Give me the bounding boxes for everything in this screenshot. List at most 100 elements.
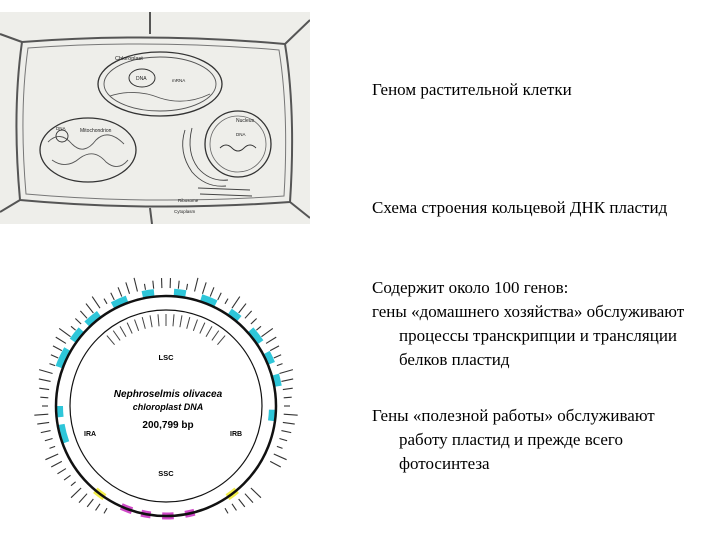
- gene-tick: [283, 396, 292, 399]
- gene-tick: [44, 437, 53, 442]
- endoplasmic-reticulum: [182, 127, 253, 197]
- gene-tick: [86, 498, 94, 508]
- inner-gene-tick: [106, 335, 115, 346]
- inner-gene-tick: [199, 322, 206, 334]
- gene-tick: [79, 310, 88, 319]
- genome-size: 200,799 bp: [142, 420, 193, 431]
- label-mito-dna: DNA: [56, 126, 66, 131]
- gene-block-cyan: [141, 289, 155, 298]
- gene-tick: [282, 421, 295, 425]
- gene-tick: [177, 280, 180, 289]
- gene-tick: [273, 354, 282, 359]
- gene-tick: [125, 282, 131, 294]
- inner-gene-tick: [217, 335, 226, 346]
- gene-tick: [269, 460, 282, 468]
- gene-tick: [279, 369, 294, 375]
- label-chloroplast-dna: DNA: [136, 76, 147, 82]
- gene-block-cyan: [173, 288, 187, 298]
- label-ribosome: Ribosome: [178, 198, 199, 203]
- gene-tick: [70, 487, 82, 499]
- gene-tick: [74, 318, 82, 325]
- gene-tick: [57, 468, 67, 475]
- gene-tick: [231, 503, 237, 511]
- gene-tick: [133, 277, 138, 292]
- gene-tick: [185, 283, 189, 290]
- gene-tick: [224, 298, 229, 305]
- gene-block-cyan: [57, 405, 64, 418]
- gene-tick: [209, 287, 215, 297]
- gene-tick: [261, 327, 274, 338]
- inner-gene-tick: [205, 326, 213, 337]
- gene-tick: [38, 378, 51, 383]
- inner-gene-tick: [126, 322, 133, 334]
- gene-tick: [224, 507, 229, 514]
- gene-tick: [55, 336, 67, 344]
- gene-tick: [194, 277, 199, 292]
- gene-tick: [45, 453, 59, 461]
- inner-gene-tick: [211, 330, 220, 341]
- gene-block-cyan: [84, 310, 102, 327]
- gene-tick: [78, 493, 88, 503]
- gene-block-cyan: [263, 350, 275, 365]
- gene-tick: [50, 354, 59, 359]
- gene-tick: [281, 378, 294, 383]
- region-ira: IRA: [84, 431, 96, 438]
- useful-work-genes: Гены «полезной работы» обслуживают работ…: [372, 406, 655, 473]
- gene-tick: [265, 336, 277, 344]
- gene-block-cyan: [272, 373, 282, 387]
- nucleus: [204, 110, 272, 178]
- gene-tick: [38, 369, 53, 375]
- inner-gene-tick: [112, 330, 121, 341]
- organism-name: Nephroselmis olivacea: [114, 389, 223, 400]
- plastid-dna-map: LSC SSC IRA IRB Nephroselmis olivacea ch…: [34, 277, 298, 520]
- gene-tick: [110, 292, 115, 301]
- gene-block-cyan: [200, 294, 218, 307]
- inner-gene-tick: [157, 314, 160, 327]
- gene-tick: [152, 280, 155, 289]
- gene-tick: [58, 327, 71, 338]
- gene-tick: [34, 413, 49, 416]
- gene-tick: [143, 283, 147, 290]
- gene-tick: [283, 413, 298, 416]
- inner-gene-tick: [192, 319, 198, 331]
- gene-tick: [49, 445, 56, 449]
- region-lsc: LSC: [159, 353, 175, 362]
- gene-tick: [244, 310, 253, 319]
- gene-tick: [70, 481, 76, 487]
- gene-tick: [70, 325, 76, 331]
- gene-block-cyan: [110, 295, 129, 309]
- map-subtitle: chloroplast DNA: [133, 402, 204, 412]
- gene-tick: [244, 493, 254, 503]
- gene-tick: [52, 345, 63, 352]
- gene-tick: [103, 507, 108, 514]
- gene-tick: [273, 453, 287, 461]
- inner-gene-tick: [134, 319, 140, 331]
- label-chloroplast: Chloroplast: [115, 56, 143, 62]
- gene-tick: [40, 429, 51, 434]
- gene-tick: [276, 363, 283, 367]
- gene-tick: [231, 296, 241, 309]
- gene-tick: [279, 437, 288, 442]
- gene-tick: [217, 292, 222, 301]
- gene-tick: [201, 282, 207, 294]
- chloroplast: [97, 51, 223, 117]
- inner-gene-tick: [179, 315, 183, 328]
- gene-tick: [103, 298, 108, 305]
- gene-block-cyan: [248, 327, 264, 345]
- inner-gene-tick: [119, 326, 127, 337]
- heading-plant-genome: Геном растительной клетки: [372, 80, 572, 99]
- housekeeping-genes: гены «домашнего хозяйства» обслуживают п…: [372, 302, 685, 369]
- gene-tick: [39, 387, 50, 391]
- gene-tick: [95, 503, 101, 511]
- gene-tick: [281, 429, 292, 434]
- gene-tick: [85, 303, 94, 314]
- region-irb: IRB: [230, 431, 242, 438]
- gene-tick: [117, 287, 123, 297]
- mitochondrion: [39, 117, 137, 183]
- gene-tick: [50, 460, 63, 468]
- gene-tick: [63, 474, 71, 481]
- heading-dna-scheme: Схема строения кольцевой ДНК пластид: [372, 198, 668, 217]
- label-cytoplasm: Cytoplasm: [174, 209, 196, 214]
- gene-tick: [282, 387, 293, 391]
- gene-tick: [49, 363, 56, 367]
